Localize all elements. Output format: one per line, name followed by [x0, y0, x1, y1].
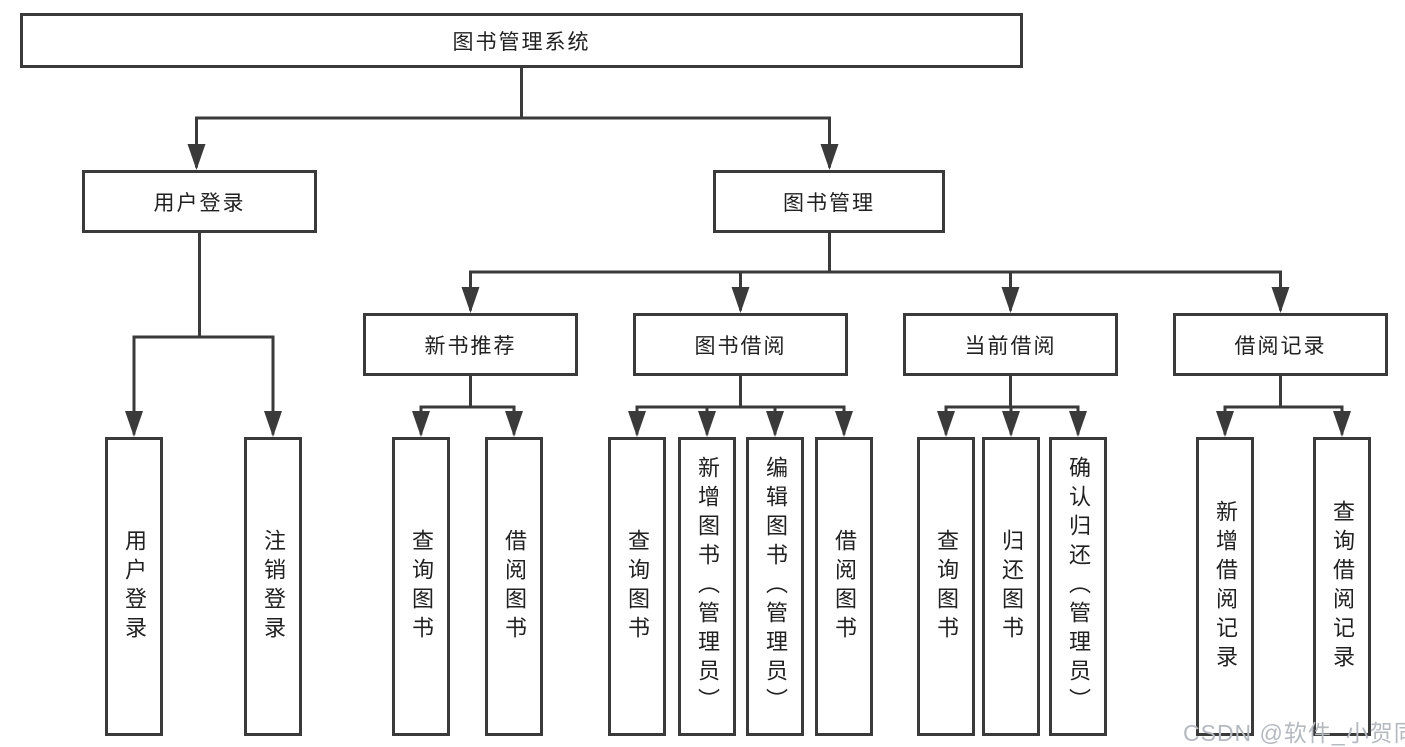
arrow-down-icon: [731, 287, 750, 313]
arrow-down-icon: [125, 411, 143, 437]
leaf-confirm-return-admin-label: 确认归还（管理员）: [1066, 456, 1091, 717]
arrow-down-icon: [264, 411, 282, 437]
leaf-query-book-recommend-label: 查询图书: [409, 528, 434, 645]
node-user-login-label: 用户登录: [153, 191, 246, 215]
leaf-query-book-borrowing-label: 查询图书: [625, 528, 650, 645]
leaf-edit-book-admin-label: 编辑图书（管理员）: [763, 456, 788, 717]
arrow-down-icon: [505, 411, 523, 437]
node-borrow-records-label: 借阅记录: [1234, 334, 1327, 358]
arrow-down-icon: [412, 411, 430, 437]
leaf-return-book: 归还图书: [982, 437, 1040, 736]
leaf-edit-book-admin: 编辑图书（管理员）: [746, 437, 804, 736]
leaf-add-borrow-record: 新增借阅记录: [1196, 437, 1254, 736]
arrow-down-icon: [461, 287, 480, 313]
leaf-return-book-label: 归还图书: [999, 528, 1024, 645]
node-root-label: 图书管理系统: [452, 30, 591, 54]
leaf-borrow-book-label: 借阅图书: [832, 528, 857, 645]
arrow-down-icon: [1002, 411, 1020, 437]
arrow-down-icon: [1216, 411, 1234, 437]
arrow-down-icon: [1271, 287, 1290, 313]
arrow-down-icon: [187, 144, 206, 170]
arrow-down-icon: [835, 411, 853, 437]
leaf-confirm-return-admin: 确认归还（管理员）: [1049, 437, 1107, 736]
node-book-borrowing: 图书借阅: [633, 313, 848, 376]
node-book-borrowing-label: 图书借阅: [694, 334, 787, 358]
leaf-query-book-current: 查询图书: [917, 437, 975, 736]
leaf-borrow-book-recommend: 借阅图书: [485, 437, 543, 736]
arrow-down-icon: [1333, 411, 1351, 437]
arrowheads: [125, 144, 1351, 437]
leaf-add-book-admin-label: 新增图书（管理员）: [695, 456, 720, 717]
node-current-borrowing: 当前借阅: [903, 313, 1118, 376]
leaf-query-book-recommend: 查询图书: [392, 437, 450, 736]
node-user-login: 用户登录: [82, 170, 317, 233]
leaf-user-login: 用户登录: [105, 437, 163, 736]
leaf-borrow-book: 借阅图书: [815, 437, 873, 736]
node-root: 图书管理系统: [20, 13, 1023, 68]
leaf-add-borrow-record-label: 新增借阅记录: [1213, 499, 1238, 674]
leaf-borrow-book-recommend-label: 借阅图书: [502, 528, 527, 645]
leaf-query-book-current-label: 查询图书: [934, 528, 959, 645]
node-borrow-records: 借阅记录: [1173, 313, 1388, 376]
leaf-logout: 注销登录: [244, 437, 302, 736]
leaf-user-login-label: 用户登录: [122, 528, 147, 645]
connector-strokes: [132, 66, 1344, 435]
node-current-borrowing-label: 当前借阅: [964, 334, 1057, 358]
arrow-down-icon: [1069, 411, 1087, 437]
node-book-management: 图书管理: [713, 170, 945, 233]
arrow-down-icon: [820, 144, 839, 170]
arrow-down-icon: [698, 411, 716, 437]
node-book-management-label: 图书管理: [783, 191, 875, 215]
leaf-query-borrow-record: 查询借阅记录: [1313, 437, 1371, 736]
node-new-book-recommend-label: 新书推荐: [424, 334, 517, 358]
leaf-query-book-borrowing: 查询图书: [608, 437, 666, 736]
watermark: CSDN @软件_小贺同学: [1183, 720, 1405, 746]
arrow-down-icon: [937, 411, 955, 437]
arrow-down-icon: [766, 411, 784, 437]
arrow-down-icon: [1001, 287, 1020, 313]
arrow-down-icon: [628, 411, 646, 437]
leaf-logout-label: 注销登录: [261, 528, 286, 645]
leaf-add-book-admin: 新增图书（管理员）: [678, 437, 736, 736]
leaf-query-borrow-record-label: 查询借阅记录: [1330, 499, 1355, 674]
node-new-book-recommend: 新书推荐: [363, 313, 578, 376]
